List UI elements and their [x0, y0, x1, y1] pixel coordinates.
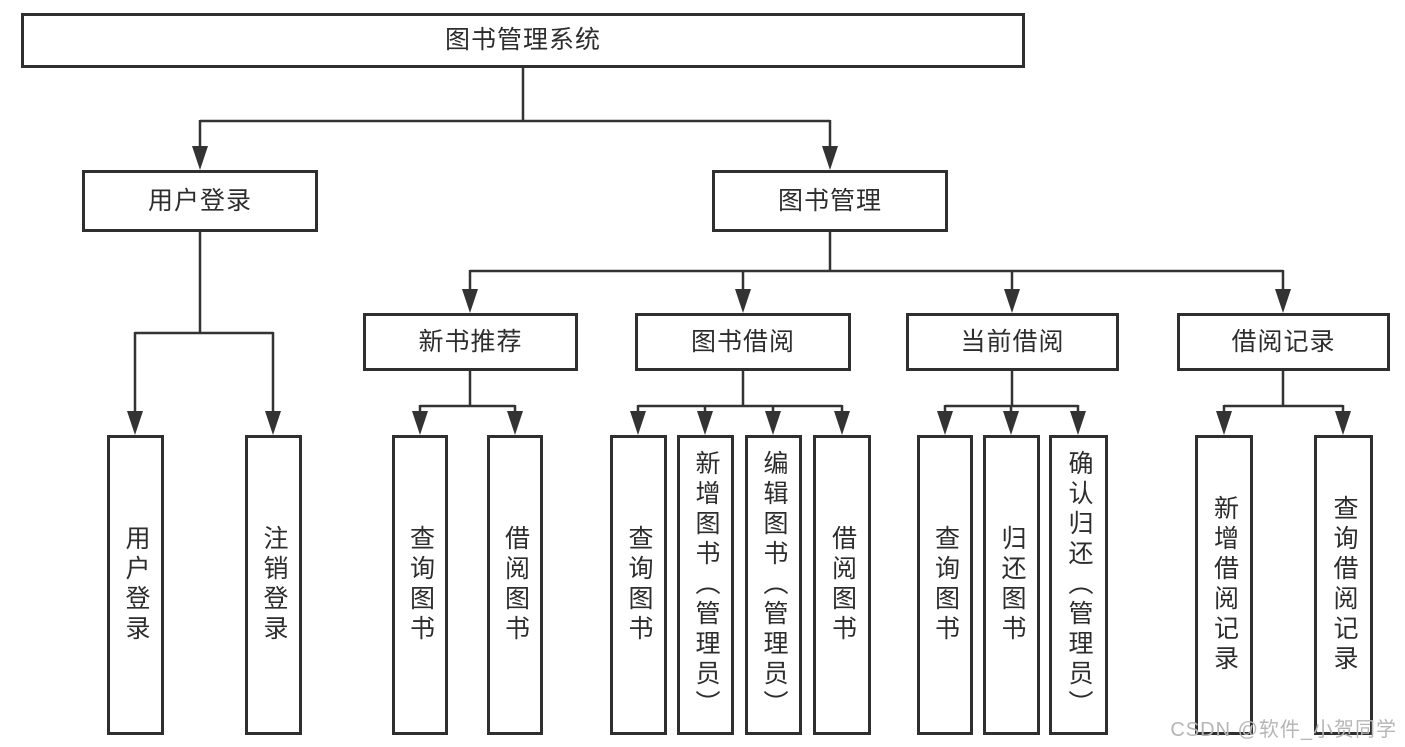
root-node-box: 图书管理系统	[21, 13, 1025, 68]
leaf-borrow-books-2-label: 借阅图书	[828, 525, 857, 645]
node-new-book-recommend-label: 新书推荐	[418, 327, 523, 356]
leaf-add-books-admin: 新增图书（管理员）	[677, 435, 734, 735]
leaf-query-books-2-label: 查询图书	[625, 525, 653, 645]
leaf-borrow-books-1-label: 借阅图书	[501, 525, 530, 645]
node-book-management: 图书管理	[712, 170, 948, 232]
node-current-borrow: 当前借阅	[906, 313, 1119, 371]
leaf-confirm-return-admin: 确认归还（管理员）	[1049, 435, 1108, 735]
leaf-borrow-books-1: 借阅图书	[487, 435, 543, 735]
arrowhead-icons	[127, 146, 1351, 435]
node-borrow-records-label: 借阅记录	[1231, 327, 1336, 356]
node-book-borrow-label: 图书借阅	[690, 327, 795, 356]
leaf-return-books-label: 归还图书	[998, 525, 1026, 645]
node-book-management-label: 图书管理	[777, 186, 882, 215]
leaf-add-borrow-record-label: 新增借阅记录	[1210, 495, 1239, 675]
node-borrow-records: 借阅记录	[1177, 313, 1390, 371]
leaf-add-books-admin-label: 新增图书（管理员）	[692, 450, 720, 720]
csdn-watermark: CSDN @软件_小贺同学	[1170, 719, 1397, 741]
leaf-add-borrow-record: 新增借阅记录	[1195, 435, 1253, 735]
leaf-logout-label: 注销登录	[260, 525, 288, 645]
leaf-edit-books-admin-label: 编辑图书（管理员）	[760, 450, 788, 720]
node-user-login-label: 用户登录	[147, 186, 252, 215]
leaf-query-books-1: 查询图书	[392, 435, 448, 735]
leaf-query-books-2: 查询图书	[610, 435, 667, 735]
node-user-login: 用户登录	[82, 170, 318, 232]
leaf-query-borrow-record: 查询借阅记录	[1314, 435, 1373, 735]
leaf-borrow-books-2: 借阅图书	[813, 435, 871, 735]
leaf-query-books-1-label: 查询图书	[406, 525, 435, 645]
node-book-borrow: 图书借阅	[635, 313, 851, 371]
leaf-confirm-return-admin-label: 确认归还（管理员）	[1065, 450, 1093, 720]
leaf-user-login: 用户登录	[107, 435, 164, 735]
node-new-book-recommend: 新书推荐	[363, 313, 578, 371]
leaf-query-books-3-label: 查询图书	[931, 525, 960, 645]
leaf-edit-books-admin: 编辑图书（管理员）	[745, 435, 802, 735]
root-node-label: 图书管理系统	[444, 26, 601, 54]
leaf-query-borrow-record-label: 查询借阅记录	[1330, 495, 1358, 675]
leaf-user-login-label: 用户登录	[122, 525, 150, 645]
leaf-query-books-3: 查询图书	[917, 435, 973, 735]
leaf-return-books: 归还图书	[983, 435, 1040, 735]
node-current-borrow-label: 当前借阅	[960, 327, 1065, 356]
leaf-logout: 注销登录	[245, 435, 302, 735]
